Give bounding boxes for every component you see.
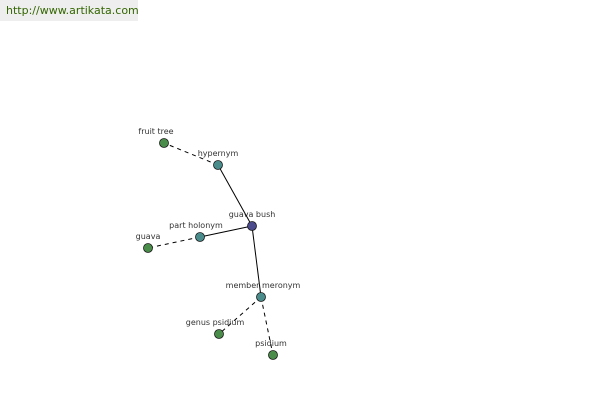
leaf-node-psidium[interactable] <box>268 350 278 360</box>
leaf-label-fruit-tree[interactable]: fruit tree <box>138 127 173 136</box>
center-label-guava-bush[interactable]: guava bush <box>229 210 276 219</box>
leaf-node-guava[interactable] <box>143 243 153 253</box>
edge-guava-bush-hypernym <box>217 164 253 227</box>
url-bar: http://www.artikata.com <box>0 0 139 21</box>
relation-label-hypernym[interactable]: hypernym <box>198 149 239 158</box>
graph-edges <box>147 142 274 356</box>
site-url-link[interactable]: http://www.artikata.com <box>6 4 139 17</box>
edge-guava-bush-member-meronym <box>251 225 262 298</box>
edge-guava-bush-part-holonym <box>199 225 253 238</box>
graph-labels: fruit tree guava genus psidium psidium hyper… <box>136 127 301 348</box>
leaf-label-psidium[interactable]: psidium <box>255 339 287 348</box>
edge-part-holonym-guava <box>147 236 201 249</box>
relation-label-member-meronym[interactable]: member meronym <box>226 281 301 290</box>
relation-node-part-holonym[interactable] <box>195 232 205 242</box>
leaf-node-fruit-tree[interactable] <box>159 138 169 148</box>
leaf-label-guava[interactable]: guava <box>136 232 161 241</box>
graph-nodes <box>143 138 278 360</box>
relation-label-part-holonym[interactable]: part holonym <box>169 221 223 230</box>
leaf-node-genus-psidium[interactable] <box>214 329 224 339</box>
edge-hypernym-fruit-tree <box>163 142 219 166</box>
center-node-guava-bush[interactable] <box>247 221 257 231</box>
relation-node-member-meronym[interactable] <box>256 292 266 302</box>
leaf-label-genus-psidium[interactable]: genus psidium <box>186 318 245 327</box>
edge-member-meronym-genus-psidium <box>218 296 262 335</box>
relation-node-hypernym[interactable] <box>213 160 223 170</box>
edge-member-meronym-psidium <box>260 296 274 356</box>
